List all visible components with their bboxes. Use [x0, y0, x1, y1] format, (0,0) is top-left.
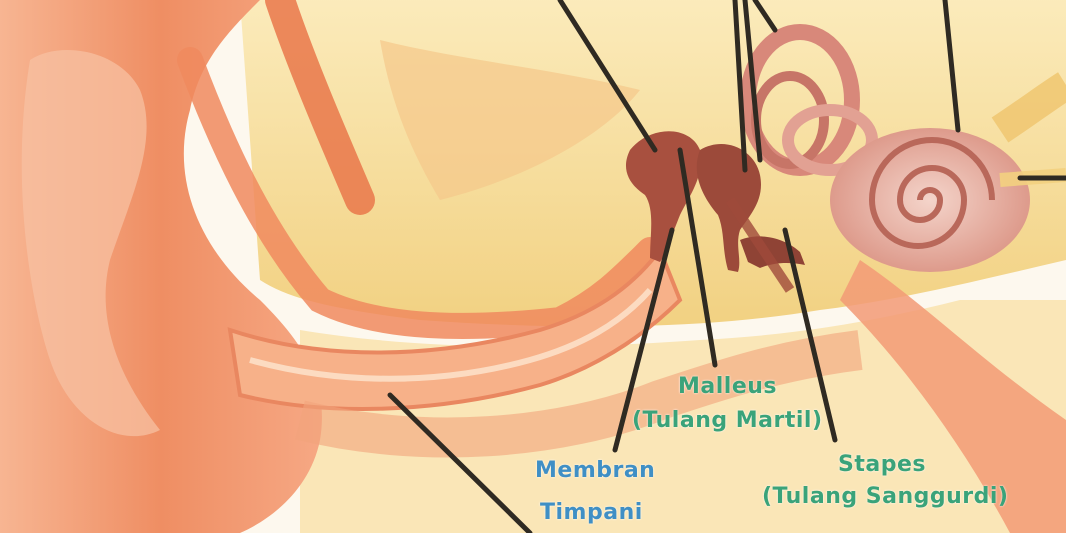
- auricle-highlight: [21, 50, 160, 437]
- auditory-nerve: [991, 72, 1066, 143]
- canal-upper-wall: [177, 47, 663, 339]
- leader-line-top-right: [942, 0, 961, 133]
- cochlea: [830, 128, 1030, 272]
- bone-texture: [380, 40, 640, 200]
- ear-canal: [227, 245, 683, 411]
- malleus-sublabel: (Tulang Martil): [632, 408, 823, 433]
- eustachian-tube: [840, 260, 1066, 533]
- membran-sublabel: Timpani: [540, 500, 643, 525]
- leader-lines: [387, 0, 1066, 533]
- malleus-label-line1: Malleus: [678, 374, 777, 399]
- stapes-label-line2: (Tulang Sanggurdi): [762, 484, 1009, 509]
- skin-fold: [265, 0, 375, 215]
- lower-tissue: [295, 330, 863, 458]
- stapes-label-line1: Stapes: [838, 452, 926, 477]
- stapes-label: Stapes: [838, 452, 926, 477]
- leader-line-canal: [387, 392, 533, 533]
- canal-highlight: [249, 288, 653, 382]
- malleus-label: Malleus: [678, 374, 777, 399]
- leader-line-malleus: [677, 147, 718, 368]
- membran-label: Membran: [535, 458, 655, 483]
- leader-line-stapes: [782, 227, 838, 443]
- leader-line-top-1: [732, 0, 748, 173]
- leader-line-top-3: [752, 0, 778, 33]
- incus-bone: [696, 144, 761, 272]
- leader-line-membran: [612, 227, 675, 453]
- membran-label-line2: Timpani: [540, 500, 643, 525]
- ossicle-ligament: [725, 197, 795, 293]
- stapes-sublabel: (Tulang Sanggurdi): [762, 484, 1008, 509]
- malleus-label-line2: (Tulang Martil): [632, 408, 823, 433]
- membran-label-line1: Membran: [535, 458, 656, 483]
- leader-line-top-left: [557, 0, 658, 153]
- leader-line-top-2: [742, 0, 763, 163]
